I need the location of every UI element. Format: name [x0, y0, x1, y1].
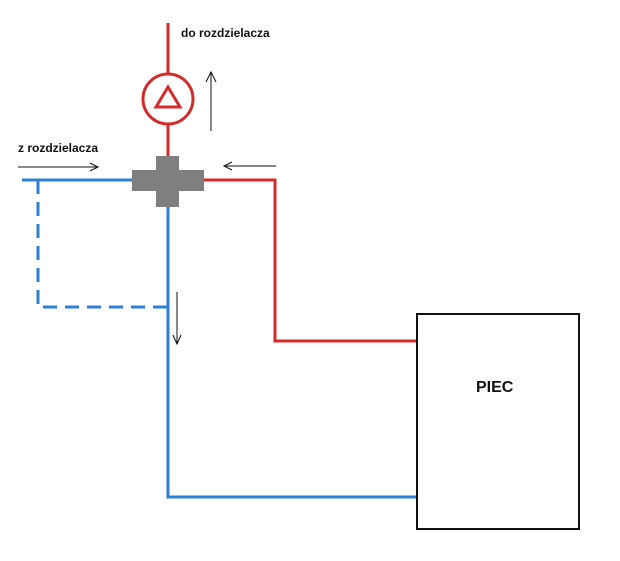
boiler-box [416, 313, 580, 530]
boiler-label: PIEC [476, 379, 514, 396]
to-manifold-label: do rozdzielacza [181, 26, 270, 40]
arrow-right-icon [18, 162, 100, 172]
from-manifold-label: z rozdzielacza [18, 141, 98, 155]
arrow-down-icon [172, 292, 182, 346]
bypass-pipe-dashed [36, 180, 168, 309]
return-pipe-to-boiler [166, 205, 417, 499]
arrow-up-icon [205, 70, 217, 131]
cross-fitting-icon [132, 156, 204, 207]
arrow-left-icon [222, 161, 276, 171]
supply-pipe-from-boiler [204, 178, 417, 343]
pump-icon [141, 72, 195, 126]
